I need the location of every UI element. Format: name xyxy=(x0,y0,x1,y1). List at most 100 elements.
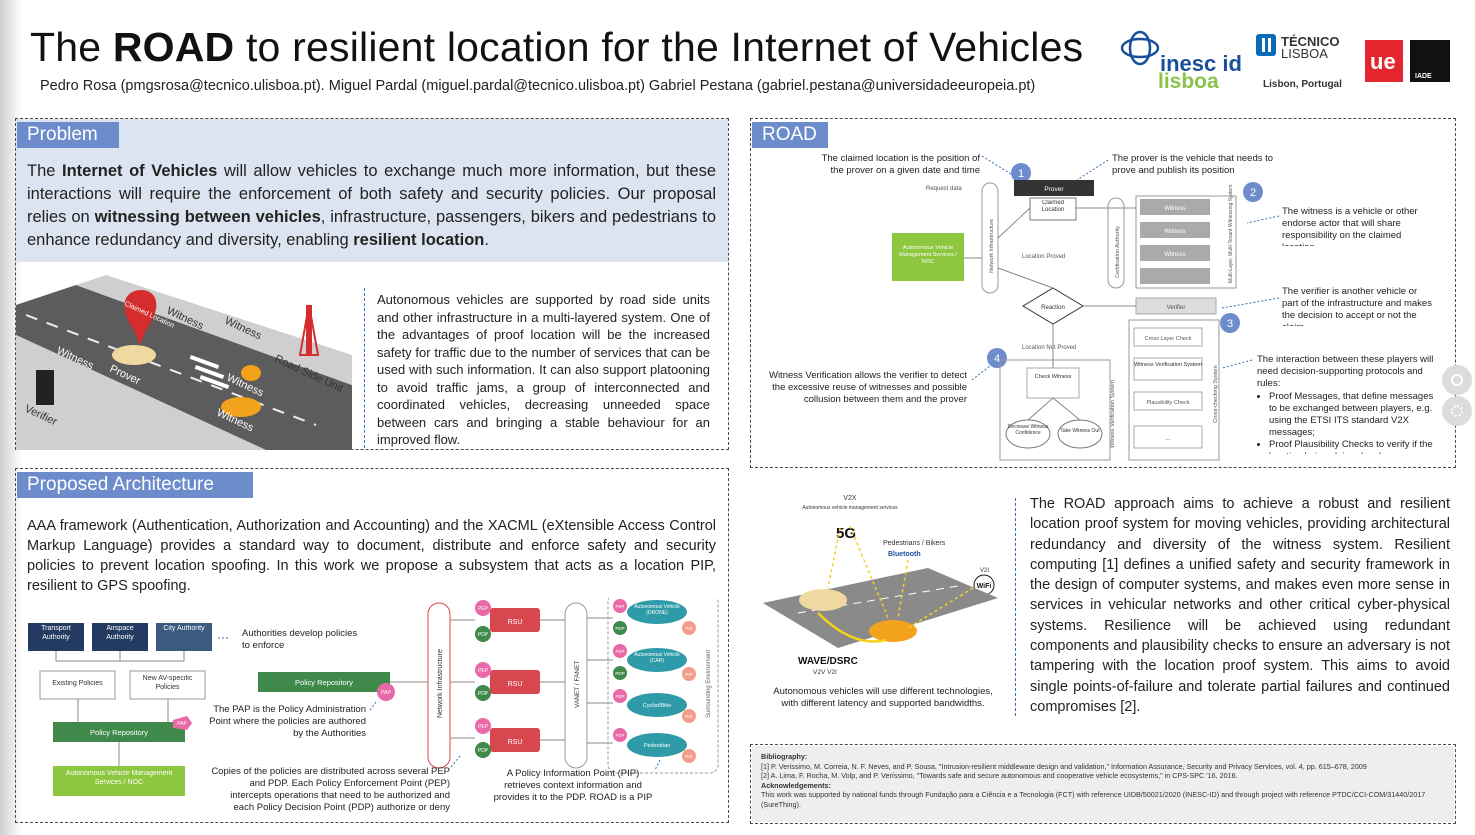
wave-label: WAVE/DSRC xyxy=(798,656,858,667)
verification-note: Witness Verification allows the verifier… xyxy=(768,370,967,405)
peds-label: Pedestrians / Bikers xyxy=(883,540,946,547)
vehicle-nodes: Autonomous Vehicle (DRONE) Autonomous Ve… xyxy=(613,599,696,763)
road-heading: ROAD xyxy=(752,122,828,148)
pip-2: PIP xyxy=(685,672,692,677)
existing-policies: Existing Policies xyxy=(52,680,103,687)
step-4: 4 xyxy=(994,353,1000,365)
side-settings-button[interactable] xyxy=(1442,396,1472,426)
bullet-1: Proof Messages, that define messages to … xyxy=(1269,391,1437,439)
pep-2: PEP xyxy=(478,668,489,674)
pdp-3: PDP xyxy=(478,748,489,754)
pep-1: PEP xyxy=(478,606,489,612)
authority-boxes: Transport Authority Airspace Authority C… xyxy=(28,623,212,651)
pap-2: PAP xyxy=(381,690,391,696)
road-text: The ROAD approach aims to achieve a robu… xyxy=(1030,496,1450,715)
pdp-5: PDP xyxy=(615,671,624,676)
policy-repo-1: Policy Repository xyxy=(90,728,148,737)
city-text: Lisbon, Portugal xyxy=(1263,79,1342,90)
bib-ref-2: [2] A. Lima, F. Rocha, M. Volp, and P. V… xyxy=(761,771,1238,780)
wvs-side-label: Witness Verification System xyxy=(1110,380,1116,448)
reaction-box: Reaction xyxy=(1041,305,1065,311)
verifier-box: Verifier xyxy=(1167,305,1186,311)
request-data-label: Request data xyxy=(926,186,962,192)
pip-4: PIP xyxy=(685,754,692,759)
tecnico-logo: TÉCNICO LISBOA Lisbon, Portugal xyxy=(1256,34,1342,90)
bluetooth-label: Bluetooth xyxy=(888,551,921,558)
decrease-node: Decrease Witness Confidence xyxy=(1007,424,1049,436)
pep-7: PEP xyxy=(615,733,624,738)
net-infra-label-2: Network Infrastructure xyxy=(989,219,995,273)
step-1: 1 xyxy=(1018,168,1024,180)
bullet-2: Proof Plausibility Checks to verify if t… xyxy=(1269,439,1437,454)
witness-box-2: Witness xyxy=(1164,229,1185,235)
road-diagram: The claimed location is the position of … xyxy=(752,148,1452,466)
v2x-label: V2X xyxy=(843,495,857,502)
architecture-panel xyxy=(15,468,729,823)
pap-1: PAP xyxy=(177,721,187,727)
rsu-column: RSU RSU RSU PEP PDP PEP PDP PEP PDP xyxy=(475,600,540,758)
architecture-diagram: Transport Authority Airspace Authority C… xyxy=(28,598,719,813)
lisboa-text: lisboa xyxy=(1158,70,1219,93)
pip-1: PIP xyxy=(685,626,692,631)
authors-line: Pedro Rosa (pmgsrosa@tecnico.ulisboa.pt)… xyxy=(40,78,1036,94)
prover-note: The prover is the vehicle that needs to … xyxy=(1112,153,1274,176)
wifi-label: WiFi xyxy=(977,583,992,590)
cert-auth-label: Certification Authority xyxy=(1115,226,1121,278)
side-user-button[interactable] xyxy=(1442,365,1472,395)
problem-panel xyxy=(15,118,729,450)
net-infra-label: Network Infrastructure xyxy=(437,649,444,718)
road-panel xyxy=(750,118,1456,468)
poster-title: The ROAD to resilient location for the I… xyxy=(30,24,1084,70)
not-proved-label: Location Not Proved xyxy=(1022,345,1076,351)
pdp-1: PDP xyxy=(478,632,489,638)
v2x-sub: Autonomous vehicle management services xyxy=(802,505,898,511)
take-out-node: Take Witness Out xyxy=(1060,428,1100,434)
new-av-policies: New AV-specific Policies xyxy=(142,675,193,691)
bib-heading: Bibliography: xyxy=(761,752,808,761)
verifier-note: The verifier is another vehicle or part … xyxy=(1282,286,1432,326)
tecnico-text: TÉCNICO xyxy=(1281,34,1340,49)
ue-logo: ue IADE xyxy=(1365,40,1450,82)
authorities-note: Authorities develop policies to enforce xyxy=(242,628,358,651)
iade-text: IADE xyxy=(1415,73,1432,80)
city-authority: City Authority xyxy=(163,625,205,632)
vanet-label: VANET / FANET xyxy=(574,661,581,708)
car-node: Autonomous Vehicle (CAR) xyxy=(634,652,680,664)
cross-checking-label: Cross-checking System xyxy=(1213,365,1219,423)
pip-note: A Policy Information Point (PIP) retriev… xyxy=(493,768,653,803)
gear-icon xyxy=(1451,405,1463,417)
ue-text: ue xyxy=(1370,49,1396,74)
transport-authority: Transport Authority xyxy=(41,625,71,641)
rsu-2: RSU xyxy=(508,681,523,688)
plausibility-box: Plausibility Check xyxy=(1146,400,1189,406)
wave-sub: V2V V2I xyxy=(813,669,837,676)
architecture-text: AAA framework (Authentication, Authoriza… xyxy=(27,518,716,594)
ack-heading: Acknowledgements: xyxy=(761,780,831,790)
technology-figure: V2X Autonomous vehicle management servic… xyxy=(763,495,998,709)
architecture-heading: Proposed Architecture xyxy=(17,472,253,498)
avms-box-2: Autonomous Vehicle Management Services /… xyxy=(899,245,957,265)
step-3: 3 xyxy=(1227,318,1233,330)
problem-highlight xyxy=(16,119,728,262)
road-illustration: Claimed Location Witness Witness Witness… xyxy=(16,275,352,450)
pdp-2: PDP xyxy=(478,691,489,697)
pep-6: PEP xyxy=(615,694,624,699)
pdp-4: PDP xyxy=(615,626,624,631)
pep-3: PEP xyxy=(478,724,489,730)
problem-text: Autonomous vehicles are supported by roa… xyxy=(377,292,710,447)
rsu-1: RSU xyxy=(508,619,523,626)
witness-note: The witness is a vehicle or other endors… xyxy=(1282,206,1418,246)
rsu-3: RSU xyxy=(508,739,523,746)
step-2: 2 xyxy=(1250,187,1256,199)
check-witness-box: Check Witness xyxy=(1034,374,1072,380)
witness-box-3: Witness xyxy=(1164,252,1185,258)
tech-note: Autonomous vehicles will use different t… xyxy=(773,686,993,709)
claimed-note: The claimed location is the position of … xyxy=(821,153,980,176)
inesc-logo: inesc id lisboa xyxy=(1120,30,1242,93)
multi-layer-label: Multi-Layer, Multi-Tenant Witnessing Sys… xyxy=(1228,185,1234,283)
witness-box-1: Witness xyxy=(1164,206,1185,212)
ack-text: This work was supported by national fund… xyxy=(761,790,1426,809)
cross-layer-box: Cross Layer Check xyxy=(1145,336,1192,342)
tecnico-lisboa-text: LISBOA xyxy=(1281,46,1328,61)
problem-heading: Problem xyxy=(17,122,119,148)
